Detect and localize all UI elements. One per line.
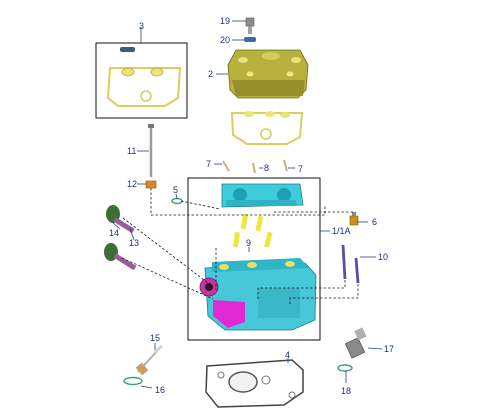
spark-plug-cap-upper[interactable] <box>106 205 135 234</box>
callout-18: 18 <box>341 386 351 396</box>
callout-5: 5 <box>173 185 178 195</box>
assembly-path-bolt-lower <box>289 284 359 306</box>
assembly-path-o-ring <box>180 200 221 210</box>
water-temp-sensor[interactable] <box>135 344 163 376</box>
sensor-o-ring[interactable] <box>123 376 143 386</box>
assembly-path-bolt-upper <box>257 280 346 300</box>
callout-3: 3 <box>139 21 144 31</box>
spark-plug-cap-lower[interactable] <box>104 243 137 271</box>
valve-cover[interactable] <box>227 49 309 99</box>
callout-11: 11 <box>127 146 136 156</box>
actuator-o-ring[interactable] <box>337 364 353 372</box>
breather-fitting[interactable] <box>245 17 255 34</box>
callout-14: 14 <box>109 228 119 238</box>
head-gasket[interactable] <box>205 359 304 408</box>
leader-17 <box>367 347 383 350</box>
sealing-washer-icon[interactable] <box>244 37 256 42</box>
callout-16: 16 <box>155 385 165 395</box>
callout-12: 12 <box>127 179 137 189</box>
stud-nut[interactable] <box>145 180 157 189</box>
callout-7-right: 7 <box>298 164 303 174</box>
callout-4: 4 <box>285 350 290 360</box>
leader-14 <box>111 221 121 230</box>
gasket-kit-frame <box>95 42 188 119</box>
cylinder-head[interactable] <box>199 258 317 331</box>
assembly-path-stud <box>150 188 326 216</box>
leader-16 <box>140 385 153 389</box>
dowel-pin-left[interactable] <box>222 160 230 172</box>
callout-15: 15 <box>150 333 160 343</box>
callout-10: 10 <box>378 252 388 262</box>
tensioner-actuator[interactable] <box>344 327 367 359</box>
camshaft-holder[interactable] <box>221 183 304 208</box>
callout-13: 13 <box>129 238 139 248</box>
cylinder-head-bolts[interactable] <box>341 244 360 284</box>
assembly-path-cap-upper <box>122 217 209 284</box>
dowel-pin-right[interactable] <box>283 159 288 172</box>
callout-8: 8 <box>264 163 269 173</box>
callout-17: 17 <box>384 344 394 354</box>
leader-13 <box>129 227 135 241</box>
callout-9: 9 <box>246 238 251 248</box>
dowel-pin-middle[interactable] <box>252 162 256 174</box>
cylinder-head-frame <box>187 177 321 341</box>
valve-cover-gasket[interactable] <box>230 111 304 145</box>
gasket-clip-icon <box>120 47 135 52</box>
valve-lifters[interactable] <box>232 213 273 248</box>
leader-5 <box>175 193 178 200</box>
sensor-plug[interactable] <box>349 212 359 226</box>
callout-6: 6 <box>372 217 377 227</box>
callout-7-left: 7 <box>206 159 211 169</box>
small-o-ring[interactable] <box>171 197 183 205</box>
assembly-path-cap-lower <box>121 257 214 300</box>
callout-19: 19 <box>220 16 230 26</box>
valve-cover-gasket-kit[interactable] <box>106 47 182 107</box>
callout-20: 20 <box>220 35 230 45</box>
long-stud-bolt[interactable] <box>148 124 154 177</box>
callout-2: 2 <box>208 69 213 79</box>
callout-1-1a: 1/1A <box>332 226 351 236</box>
